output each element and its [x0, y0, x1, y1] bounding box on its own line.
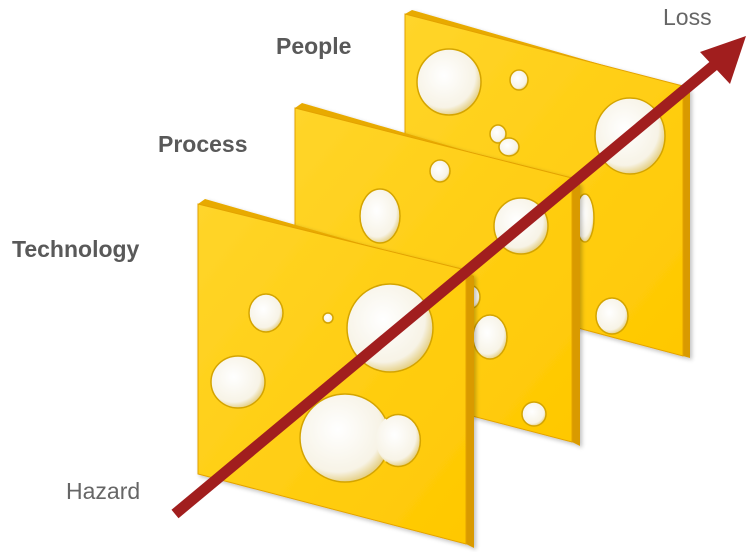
slice-people-top-edge — [405, 10, 690, 90]
hole — [210, 355, 266, 409]
slice-technology-side — [466, 270, 474, 548]
hole — [359, 188, 401, 244]
label-process: Process — [158, 131, 248, 157]
hole — [498, 137, 520, 157]
hole-rim — [385, 413, 422, 468]
hazard-to-loss-arrow — [171, 36, 746, 519]
slice-process-side — [572, 178, 580, 446]
label-people: People — [276, 33, 352, 59]
hole — [376, 414, 420, 466]
hole — [595, 297, 629, 335]
hole — [509, 69, 529, 91]
hole — [489, 124, 507, 144]
label-hazard: Hazard — [66, 478, 141, 504]
hole — [416, 48, 482, 116]
label-loss: Loss — [663, 4, 712, 30]
hole — [429, 159, 451, 183]
hole — [521, 401, 547, 427]
arrow-shaft — [171, 57, 722, 519]
slice-people-side — [683, 86, 690, 358]
hole — [248, 293, 284, 333]
hole — [322, 312, 334, 324]
arrow-right-up-icon — [700, 36, 746, 84]
label-technology: Technology — [12, 236, 140, 262]
hole — [472, 314, 508, 360]
